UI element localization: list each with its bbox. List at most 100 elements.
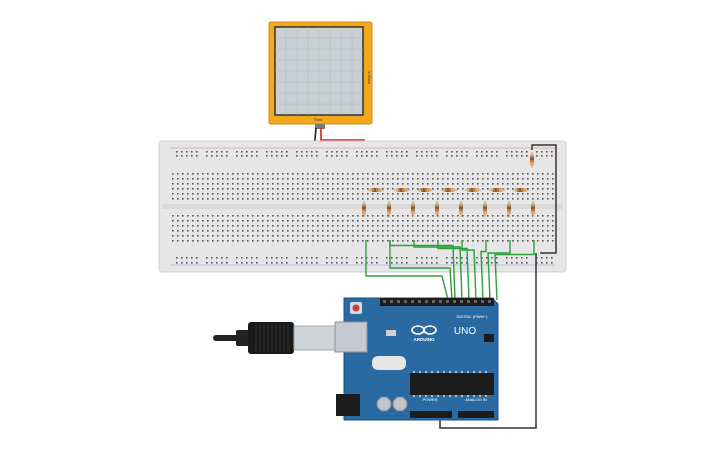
breadboard-hole[interactable] <box>252 198 254 200</box>
breadboard-hole[interactable] <box>412 225 414 227</box>
breadboard-hole[interactable] <box>177 183 179 185</box>
breadboard-hole[interactable] <box>242 235 244 237</box>
breadboard-hole[interactable] <box>307 198 309 200</box>
breadboard-hole[interactable] <box>491 155 493 157</box>
breadboard-hole[interactable] <box>217 225 219 227</box>
breadboard-hole[interactable] <box>551 257 553 259</box>
breadboard-hole[interactable] <box>436 257 438 259</box>
breadboard-hole[interactable] <box>241 257 243 259</box>
breadboard-hole[interactable] <box>277 198 279 200</box>
breadboard-hole[interactable] <box>272 220 274 222</box>
breadboard-hole[interactable] <box>287 173 289 175</box>
breadboard-hole[interactable] <box>391 151 393 153</box>
breadboard-hole[interactable] <box>436 151 438 153</box>
breadboard-hole[interactable] <box>197 173 199 175</box>
breadboard-hole[interactable] <box>482 188 484 190</box>
breadboard-hole[interactable] <box>347 215 349 217</box>
signal-wire[interactable] <box>365 240 449 301</box>
breadboard-hole[interactable] <box>547 215 549 217</box>
breadboard-hole[interactable] <box>371 151 373 153</box>
breadboard-hole[interactable] <box>417 198 419 200</box>
breadboard-hole[interactable] <box>396 262 398 264</box>
breadboard-hole[interactable] <box>221 151 223 153</box>
breadboard-hole[interactable] <box>432 240 434 242</box>
breadboard-hole[interactable] <box>207 173 209 175</box>
breadboard-hole[interactable] <box>182 235 184 237</box>
breadboard-hole[interactable] <box>202 178 204 180</box>
breadboard-hole[interactable] <box>252 178 254 180</box>
breadboard-hole[interactable] <box>307 183 309 185</box>
breadboard-hole[interactable] <box>211 155 213 157</box>
breadboard-hole[interactable] <box>447 173 449 175</box>
breadboard-hole[interactable] <box>552 225 554 227</box>
breadboard-hole[interactable] <box>541 262 543 264</box>
breadboard-hole[interactable] <box>537 230 539 232</box>
breadboard-hole[interactable] <box>372 178 374 180</box>
breadboard-hole[interactable] <box>507 178 509 180</box>
breadboard-hole[interactable] <box>342 198 344 200</box>
breadboard-hole[interactable] <box>502 235 504 237</box>
breadboard-hole[interactable] <box>342 193 344 195</box>
breadboard-hole[interactable] <box>316 257 318 259</box>
resistor[interactable] <box>411 201 415 217</box>
header-pin[interactable] <box>383 300 386 303</box>
breadboard-hole[interactable] <box>281 262 283 264</box>
breadboard-hole[interactable] <box>337 235 339 237</box>
breadboard-hole[interactable] <box>437 183 439 185</box>
breadboard-hole[interactable] <box>541 257 543 259</box>
breadboard-hole[interactable] <box>307 193 309 195</box>
breadboard-hole[interactable] <box>362 230 364 232</box>
breadboard-hole[interactable] <box>312 188 314 190</box>
breadboard-hole[interactable] <box>217 198 219 200</box>
breadboard-hole[interactable] <box>212 178 214 180</box>
breadboard-hole[interactable] <box>207 230 209 232</box>
breadboard-hole[interactable] <box>347 220 349 222</box>
breadboard-hole[interactable] <box>542 225 544 227</box>
breadboard-hole[interactable] <box>192 235 194 237</box>
breadboard-hole[interactable] <box>372 220 374 222</box>
breadboard-hole[interactable] <box>407 173 409 175</box>
breadboard-hole[interactable] <box>507 215 509 217</box>
breadboard-hole[interactable] <box>431 151 433 153</box>
breadboard-hole[interactable] <box>337 230 339 232</box>
breadboard-hole[interactable] <box>177 225 179 227</box>
analog-header[interactable] <box>458 411 494 418</box>
breadboard-hole[interactable] <box>326 257 328 259</box>
breadboard-hole[interactable] <box>497 193 499 195</box>
breadboard-hole[interactable] <box>346 151 348 153</box>
breadboard-hole[interactable] <box>262 198 264 200</box>
breadboard-hole[interactable] <box>427 183 429 185</box>
breadboard-hole[interactable] <box>227 215 229 217</box>
signal-wire[interactable] <box>437 240 470 301</box>
breadboard-hole[interactable] <box>487 193 489 195</box>
breadboard-hole[interactable] <box>237 183 239 185</box>
breadboard-hole[interactable] <box>247 188 249 190</box>
oscilloscope[interactable]: 1.00ms Time <box>268 21 373 129</box>
breadboard-hole[interactable] <box>487 240 489 242</box>
breadboard-hole[interactable] <box>542 230 544 232</box>
breadboard-hole[interactable] <box>206 151 208 153</box>
breadboard-hole[interactable] <box>196 151 198 153</box>
breadboard-hole[interactable] <box>426 151 428 153</box>
breadboard-hole[interactable] <box>407 235 409 237</box>
breadboard-hole[interactable] <box>457 193 459 195</box>
breadboard-hole[interactable] <box>172 215 174 217</box>
breadboard-hole[interactable] <box>401 151 403 153</box>
breadboard-hole[interactable] <box>342 183 344 185</box>
breadboard-hole[interactable] <box>217 183 219 185</box>
breadboard-hole[interactable] <box>187 198 189 200</box>
breadboard-hole[interactable] <box>452 178 454 180</box>
breadboard-hole[interactable] <box>287 178 289 180</box>
breadboard-hole[interactable] <box>257 215 259 217</box>
breadboard-hole[interactable] <box>372 240 374 242</box>
breadboard-hole[interactable] <box>476 262 478 264</box>
breadboard-hole[interactable] <box>427 225 429 227</box>
breadboard-hole[interactable] <box>227 183 229 185</box>
breadboard-hole[interactable] <box>532 230 534 232</box>
breadboard-hole[interactable] <box>251 151 253 153</box>
breadboard-hole[interactable] <box>272 235 274 237</box>
breadboard-hole[interactable] <box>542 240 544 242</box>
breadboard-hole[interactable] <box>326 262 328 264</box>
breadboard-hole[interactable] <box>497 240 499 242</box>
breadboard-hole[interactable] <box>502 240 504 242</box>
